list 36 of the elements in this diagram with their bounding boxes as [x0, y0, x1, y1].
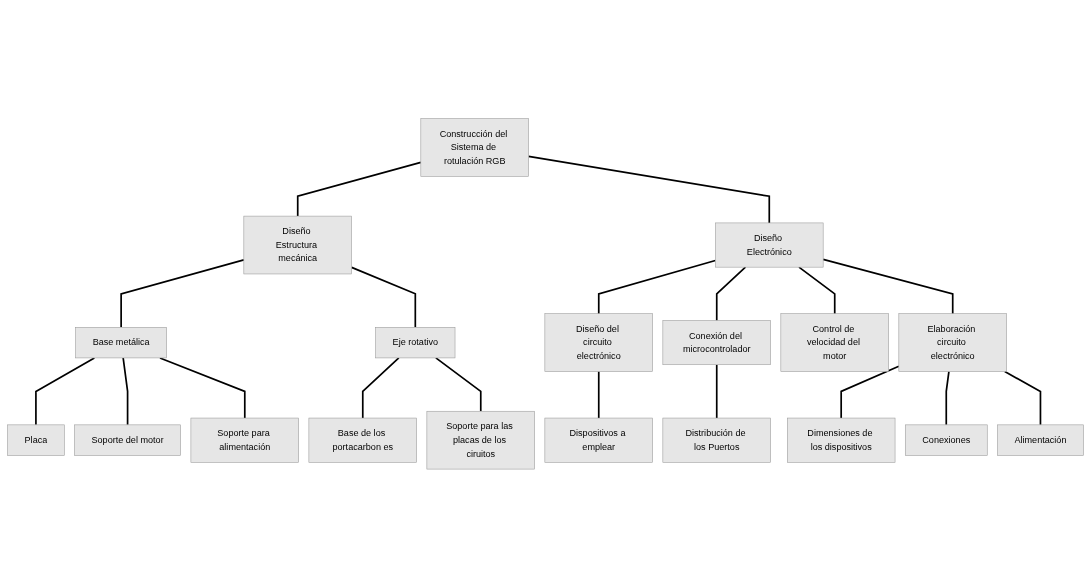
node-box: Diseño Electrónico	[715, 222, 824, 268]
node-box: Soporte del motor	[74, 424, 181, 456]
connector	[798, 265, 836, 315]
connector	[35, 356, 96, 426]
connector	[597, 370, 600, 419]
connector	[715, 265, 747, 321]
node-box: Control de velocidad del motor	[780, 313, 889, 372]
connector	[296, 161, 422, 217]
connector	[597, 259, 717, 315]
connector	[361, 356, 400, 419]
node-box: Dimensiones de los dispositivos	[787, 417, 896, 463]
node-box: Diseño del circuito electrónico	[544, 313, 653, 372]
node-box: Conexión del microcontrolador	[662, 319, 771, 365]
node-box: Eje rotativo	[375, 326, 456, 358]
node-box: Soporte para alimentación	[190, 417, 299, 463]
connector	[527, 155, 771, 224]
connector	[435, 356, 482, 412]
node-box: Soporte para las placas de los ciruitos	[426, 410, 535, 470]
connector	[840, 365, 900, 419]
node-box: Conexiones	[905, 424, 988, 456]
node-box: Base de los portacarbon es	[308, 417, 417, 463]
node-box: Base metálica	[75, 326, 167, 358]
connector	[945, 370, 950, 426]
node-box: Construcción del Sistema de rotulación RGB	[420, 117, 529, 177]
node-box: Placa	[7, 424, 65, 456]
node-box: Elaboración circuito electrónico	[898, 313, 1007, 372]
connector	[120, 258, 245, 328]
node-box: Alimentación	[997, 424, 1084, 456]
connector	[350, 266, 417, 328]
connector	[715, 363, 718, 419]
node-box: Dispositivos a emplear	[544, 417, 653, 463]
node-box: Distribución de los Puertos	[662, 417, 771, 463]
connector	[822, 258, 954, 315]
connector	[159, 356, 246, 419]
connector	[122, 356, 129, 426]
node-box: Diseño Estructura mecánica	[243, 215, 352, 274]
